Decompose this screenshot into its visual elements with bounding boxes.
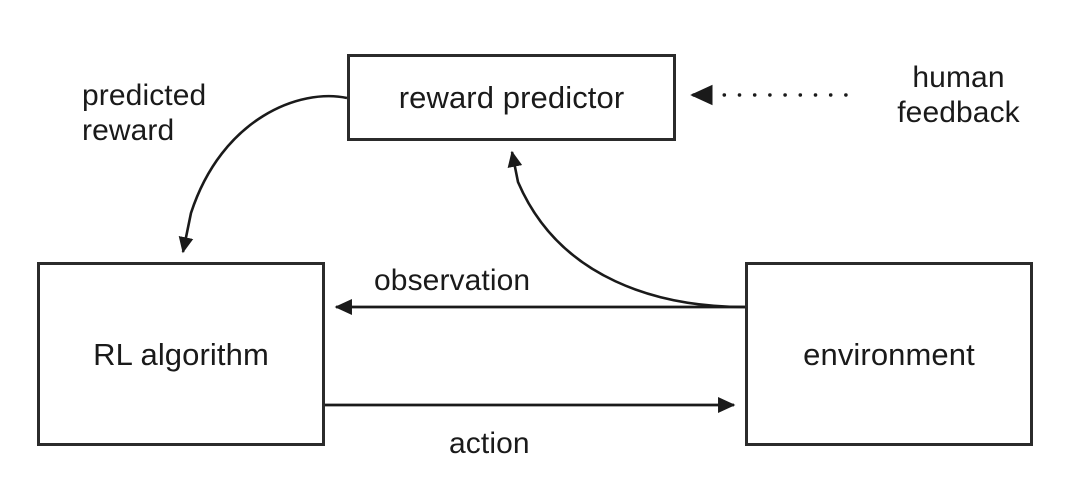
edge-observation-to-predictor-path (507, 150, 746, 309)
edge-label-predicted-reward: predicted reward (82, 78, 272, 149)
edge-label-human-feedback-line2: feedback (897, 96, 1020, 130)
edge-label-predicted-reward-line1: predicted (82, 79, 207, 112)
edge-label-human-feedback-line1: human (912, 61, 1005, 94)
node-rl-algorithm[interactable]: RL algorithm (37, 262, 325, 446)
node-environment-label: environment (803, 336, 975, 372)
node-environment[interactable]: environment (745, 262, 1033, 446)
edge-label-predicted-reward-line2: reward (82, 114, 175, 148)
node-reward-predictor[interactable]: reward predictor (347, 54, 676, 141)
edge-predicted-reward-path (178, 94, 348, 254)
node-rl-algorithm-label: RL algorithm (93, 336, 269, 372)
edge-label-observation: observation (374, 264, 531, 297)
edge-label-human-feedback: human feedback (861, 60, 1056, 131)
edge-label-action: action (449, 427, 530, 460)
node-reward-predictor-label: reward predictor (398, 80, 625, 115)
